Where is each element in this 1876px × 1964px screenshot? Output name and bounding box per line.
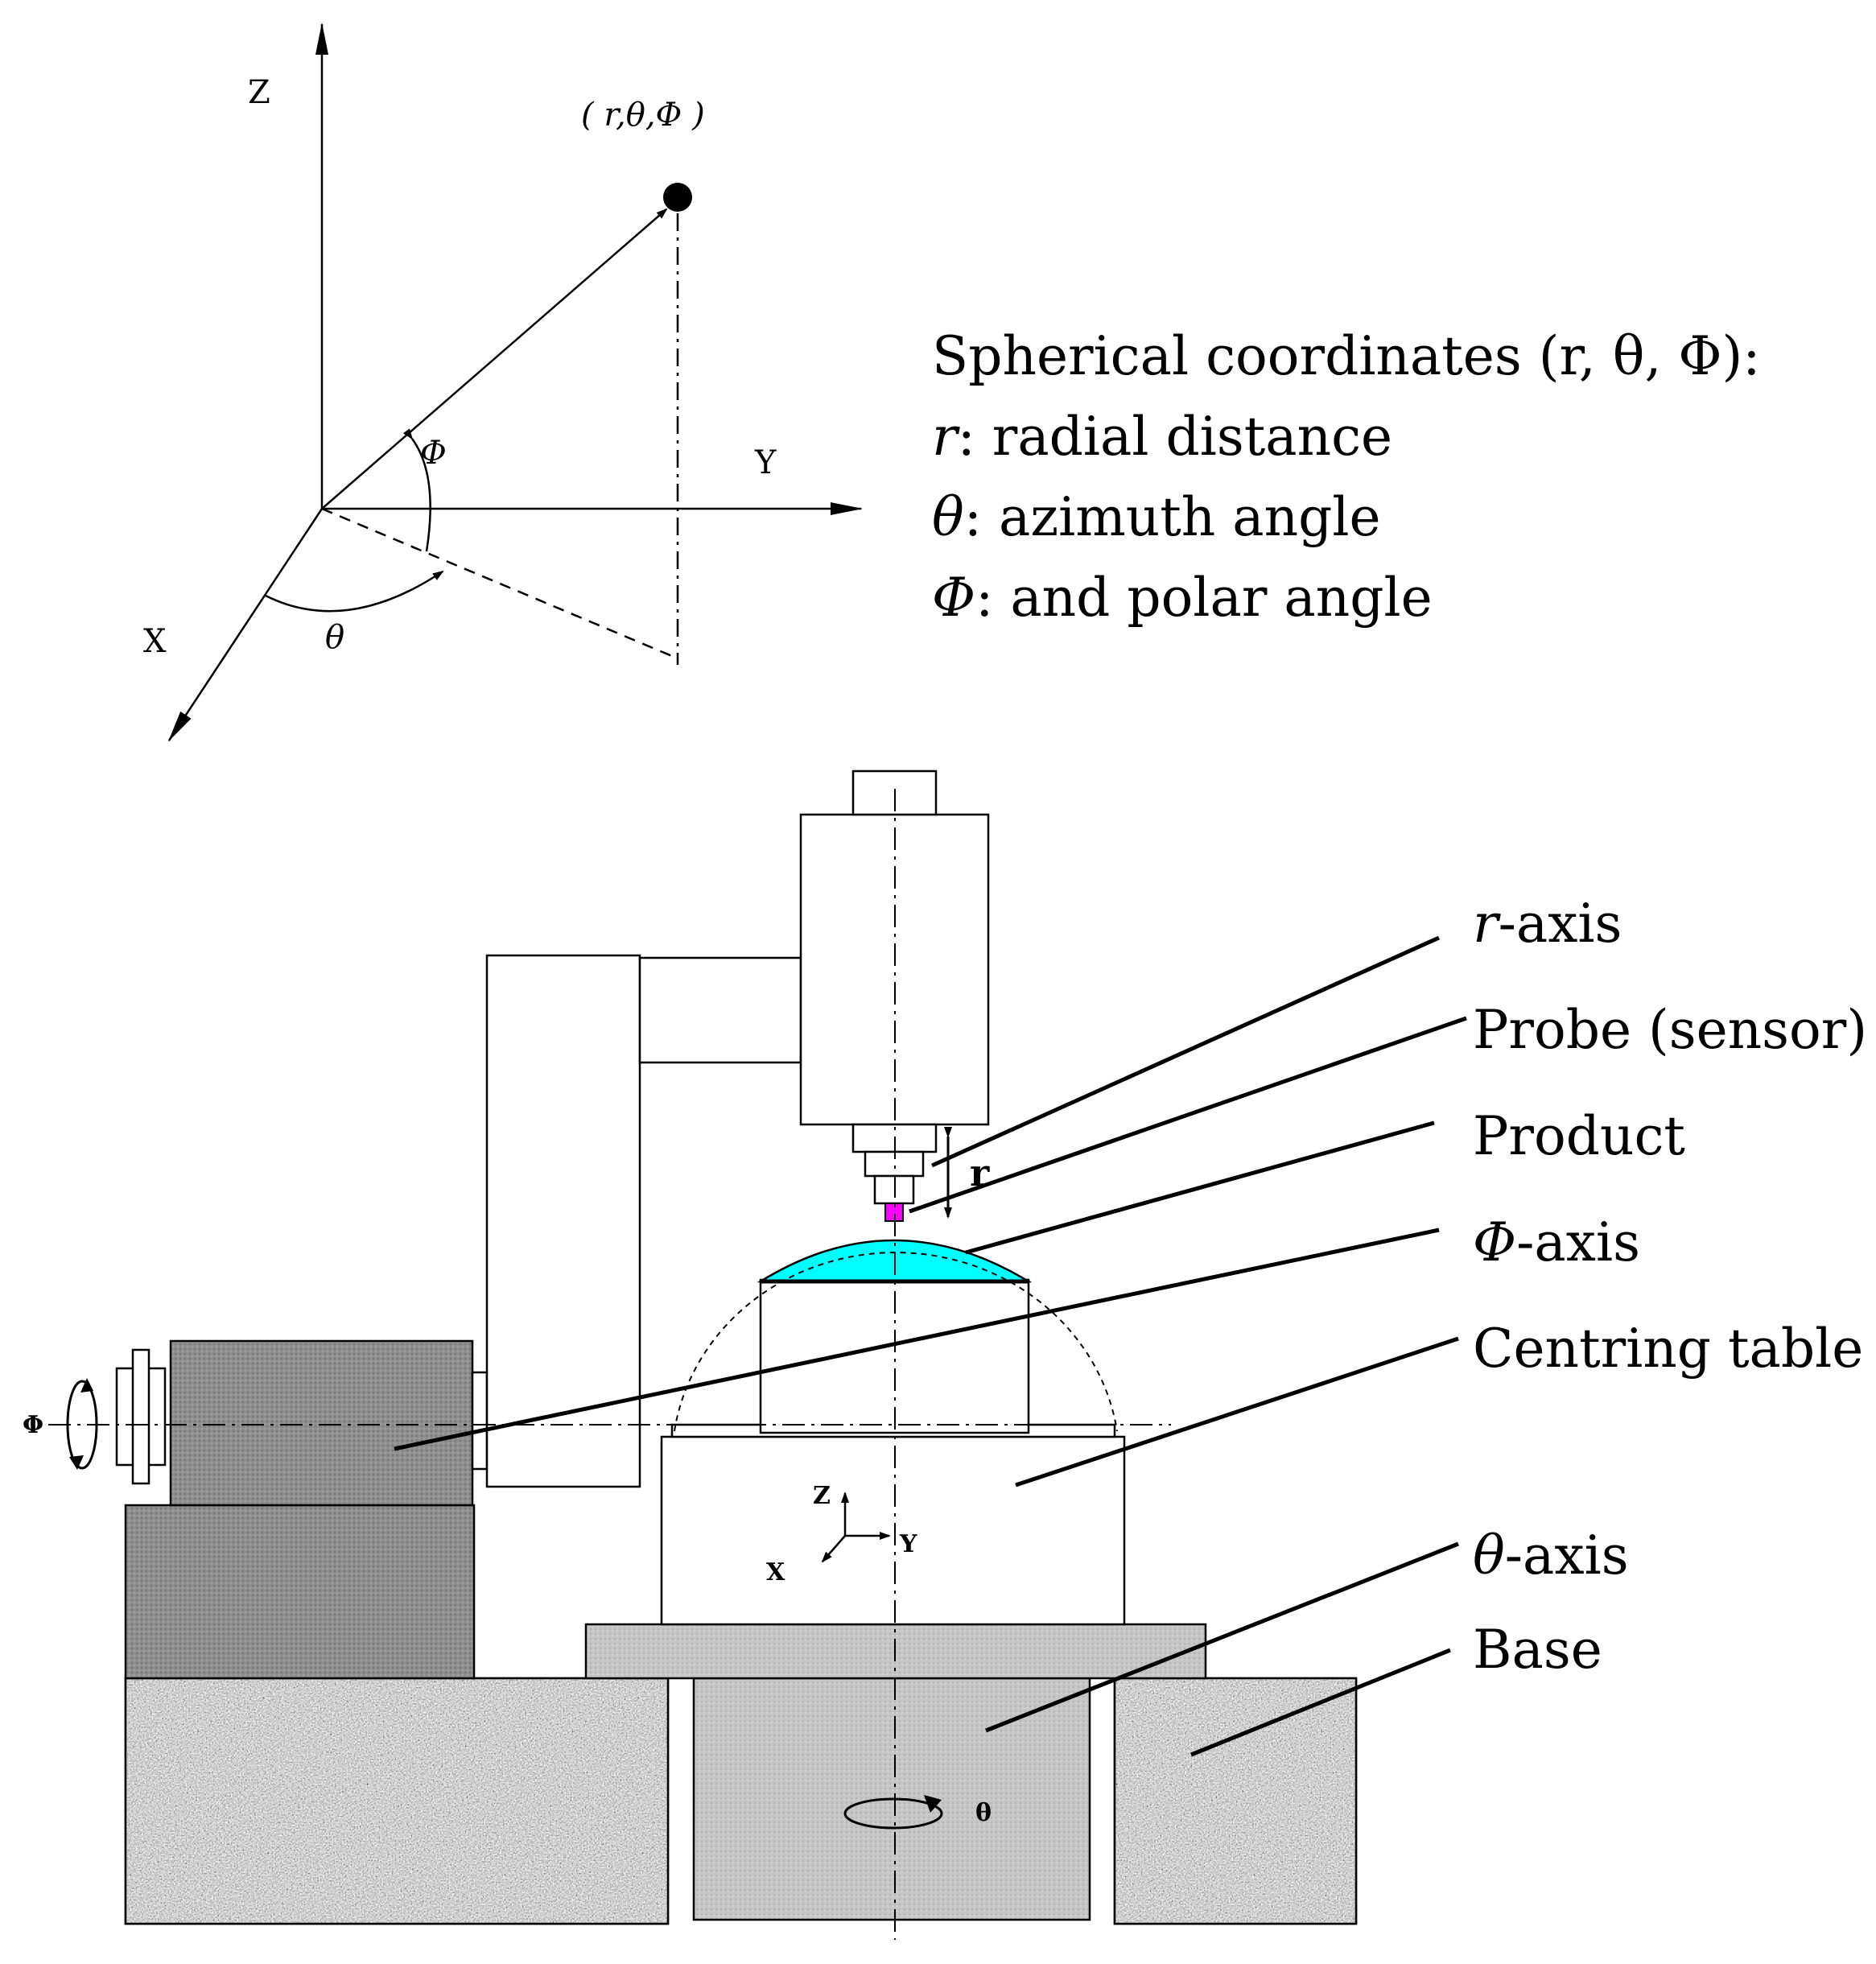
legend-azimuth: θ: azimuth angle [932, 486, 1381, 548]
phi-rotation-label: Φ [23, 1411, 43, 1439]
base-left-texture [126, 1678, 668, 1924]
callout-labels: r-axis Probe (sensor) Product Φ-axis Cen… [1473, 893, 1867, 1681]
phi-angle-label: Φ [420, 435, 447, 472]
x-axis-line [167, 508, 324, 742]
arm-horizontal [638, 956, 802, 1064]
table-z-label: Z [813, 1482, 831, 1510]
projection-ground [321, 507, 678, 660]
theta-angle-label: θ [325, 619, 344, 656]
table-x-label: X [766, 1558, 785, 1586]
arm-column [485, 954, 641, 1488]
machine-diagram: r Φ θ Z Y X [23, 770, 1467, 1940]
leader-centring-table [1015, 1336, 1459, 1487]
legend-radial: r: radial distance [932, 406, 1392, 468]
callout-base: Base [1473, 1619, 1602, 1681]
legend-title: Spherical coordinates (r, θ, Φ): [932, 325, 1761, 387]
legend-block: Spherical coordinates (r, θ, Φ): r: radi… [932, 325, 1761, 629]
scan-dome [674, 1252, 1118, 1432]
z-axis-label: Z [248, 74, 270, 111]
theta-arc [265, 570, 444, 613]
callout-r-axis: r-axis [1473, 893, 1622, 955]
leader-probe [909, 1016, 1467, 1214]
point-label: ( r,θ,Φ ) [581, 97, 705, 134]
table-y-label: Y [899, 1530, 917, 1558]
callout-probe: Probe (sensor) [1473, 999, 1867, 1061]
leader-r-axis [930, 935, 1441, 1168]
phi-rotation-arrow [66, 1380, 98, 1470]
centring-table-body [660, 1435, 1126, 1626]
y-axis-label: Y [754, 444, 777, 481]
phi-motor-lower [124, 1504, 476, 1680]
point-marker [663, 183, 692, 212]
coordinate-sketch: Z Y X ( r,θ,Φ ) Φ θ [143, 23, 863, 742]
callout-centring-table: Centring table [1473, 1318, 1863, 1380]
leader-base [1190, 1648, 1451, 1757]
x-axis-label: X [143, 623, 167, 660]
theta-rotation-label: θ [975, 1799, 992, 1827]
leader-product [965, 1120, 1435, 1255]
callout-product: Product [1473, 1105, 1685, 1167]
callout-phi-axis: Φ-axis [1473, 1211, 1640, 1273]
phi-arc [402, 428, 431, 552]
phi-motor-upper [169, 1339, 474, 1507]
leader-phi-axis [394, 1228, 1440, 1451]
base-right-texture [1115, 1678, 1356, 1924]
leader-theta-axis [985, 1541, 1459, 1733]
callout-theta-axis: θ-axis [1473, 1525, 1629, 1586]
legend-polar: Φ: and polar angle [932, 567, 1433, 629]
radius-vector [321, 208, 668, 510]
phi-coupling [471, 1371, 489, 1471]
theta-rotation-arrow [843, 1797, 943, 1830]
phi-motor-shaft [131, 1348, 150, 1485]
